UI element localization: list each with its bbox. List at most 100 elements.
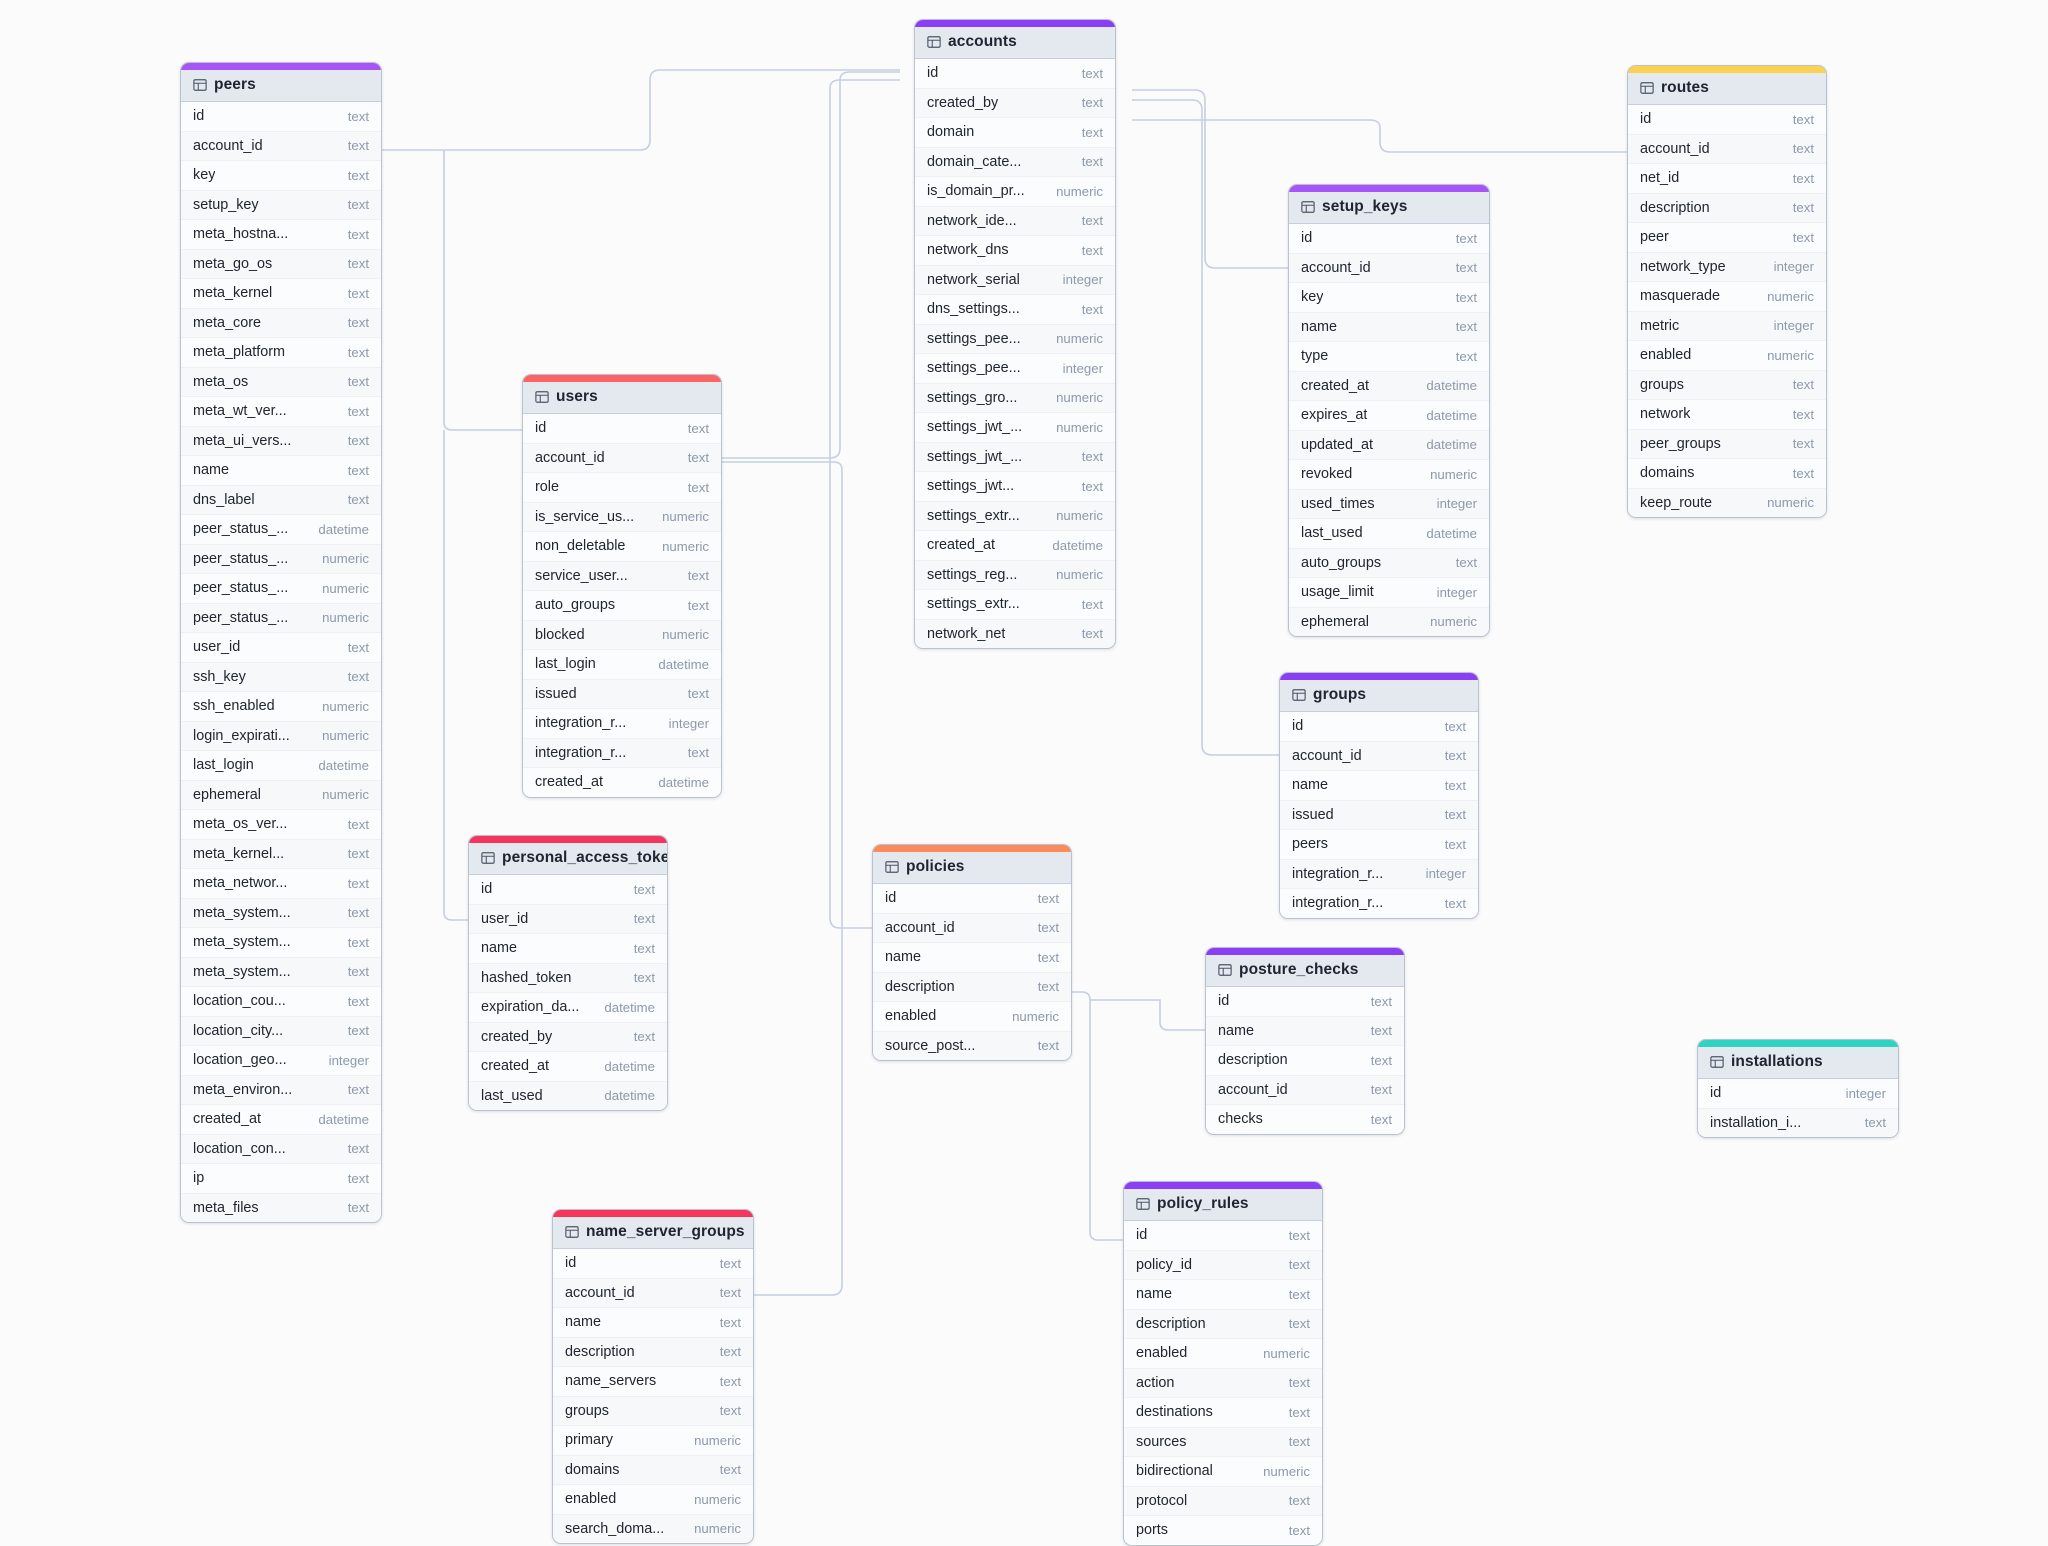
table-row[interactable]: installation_i...text	[1698, 1108, 1898, 1137]
table-row[interactable]: meta_kernel...text	[181, 839, 381, 869]
table-row[interactable]: peer_status_...numeric	[181, 574, 381, 604]
table-row[interactable]: integration_r...integer	[523, 709, 721, 739]
table-row[interactable]: location_cou...text	[181, 987, 381, 1017]
table-row[interactable]: settings_gro...numeric	[915, 383, 1115, 413]
table-row[interactable]: meta_ui_vers...text	[181, 426, 381, 456]
table-row[interactable]: integration_r...text	[1280, 889, 1478, 918]
table-row[interactable]: login_expirati...numeric	[181, 721, 381, 751]
table-header[interactable]: policies	[873, 852, 1071, 884]
table-card-personal_access_tokens[interactable]: personal_access_tokensidtextuser_idtextn…	[468, 835, 668, 1111]
table-row[interactable]: settings_jwt...text	[915, 472, 1115, 502]
table-row[interactable]: settings_extr...text	[915, 590, 1115, 620]
table-header[interactable]: policy_rules	[1124, 1189, 1322, 1221]
table-row[interactable]: meta_networ...text	[181, 869, 381, 899]
table-header[interactable]: setup_keys	[1289, 192, 1489, 224]
table-row[interactable]: meta_environ...text	[181, 1075, 381, 1105]
table-row[interactable]: location_geo...integer	[181, 1046, 381, 1076]
table-header[interactable]: groups	[1280, 680, 1478, 712]
table-header[interactable]: name_server_groups	[553, 1217, 753, 1249]
table-row[interactable]: meta_system...text	[181, 898, 381, 928]
table-row[interactable]: meta_hostna...text	[181, 220, 381, 250]
